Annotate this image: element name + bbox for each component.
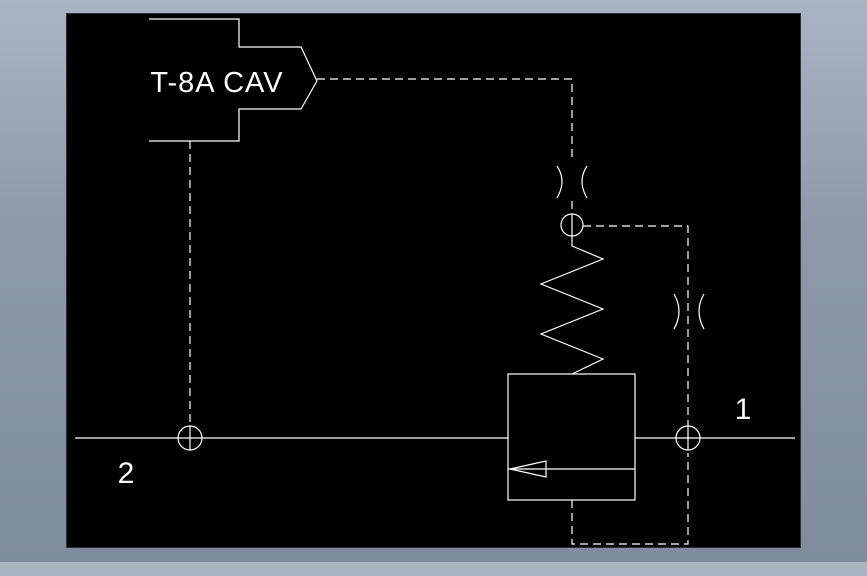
cartridge-body-outline <box>149 18 318 142</box>
pilot-line-top <box>317 78 573 161</box>
drawing-viewport[interactable]: T-8A CAV <box>66 13 801 548</box>
port-2-label: 2 <box>118 457 135 490</box>
orifice-right <box>673 293 705 330</box>
drain-line <box>571 453 689 545</box>
pilot-line-right <box>583 225 689 426</box>
cartridge-label: T-8A CAV <box>150 67 283 99</box>
spring-icon <box>539 236 605 375</box>
port-1-label: 1 <box>735 393 752 426</box>
orifice-upper <box>556 165 588 199</box>
hydraulic-schematic: T-8A CAV <box>75 18 795 545</box>
valve-body <box>507 373 636 501</box>
flow-arrow-icon <box>509 460 547 478</box>
